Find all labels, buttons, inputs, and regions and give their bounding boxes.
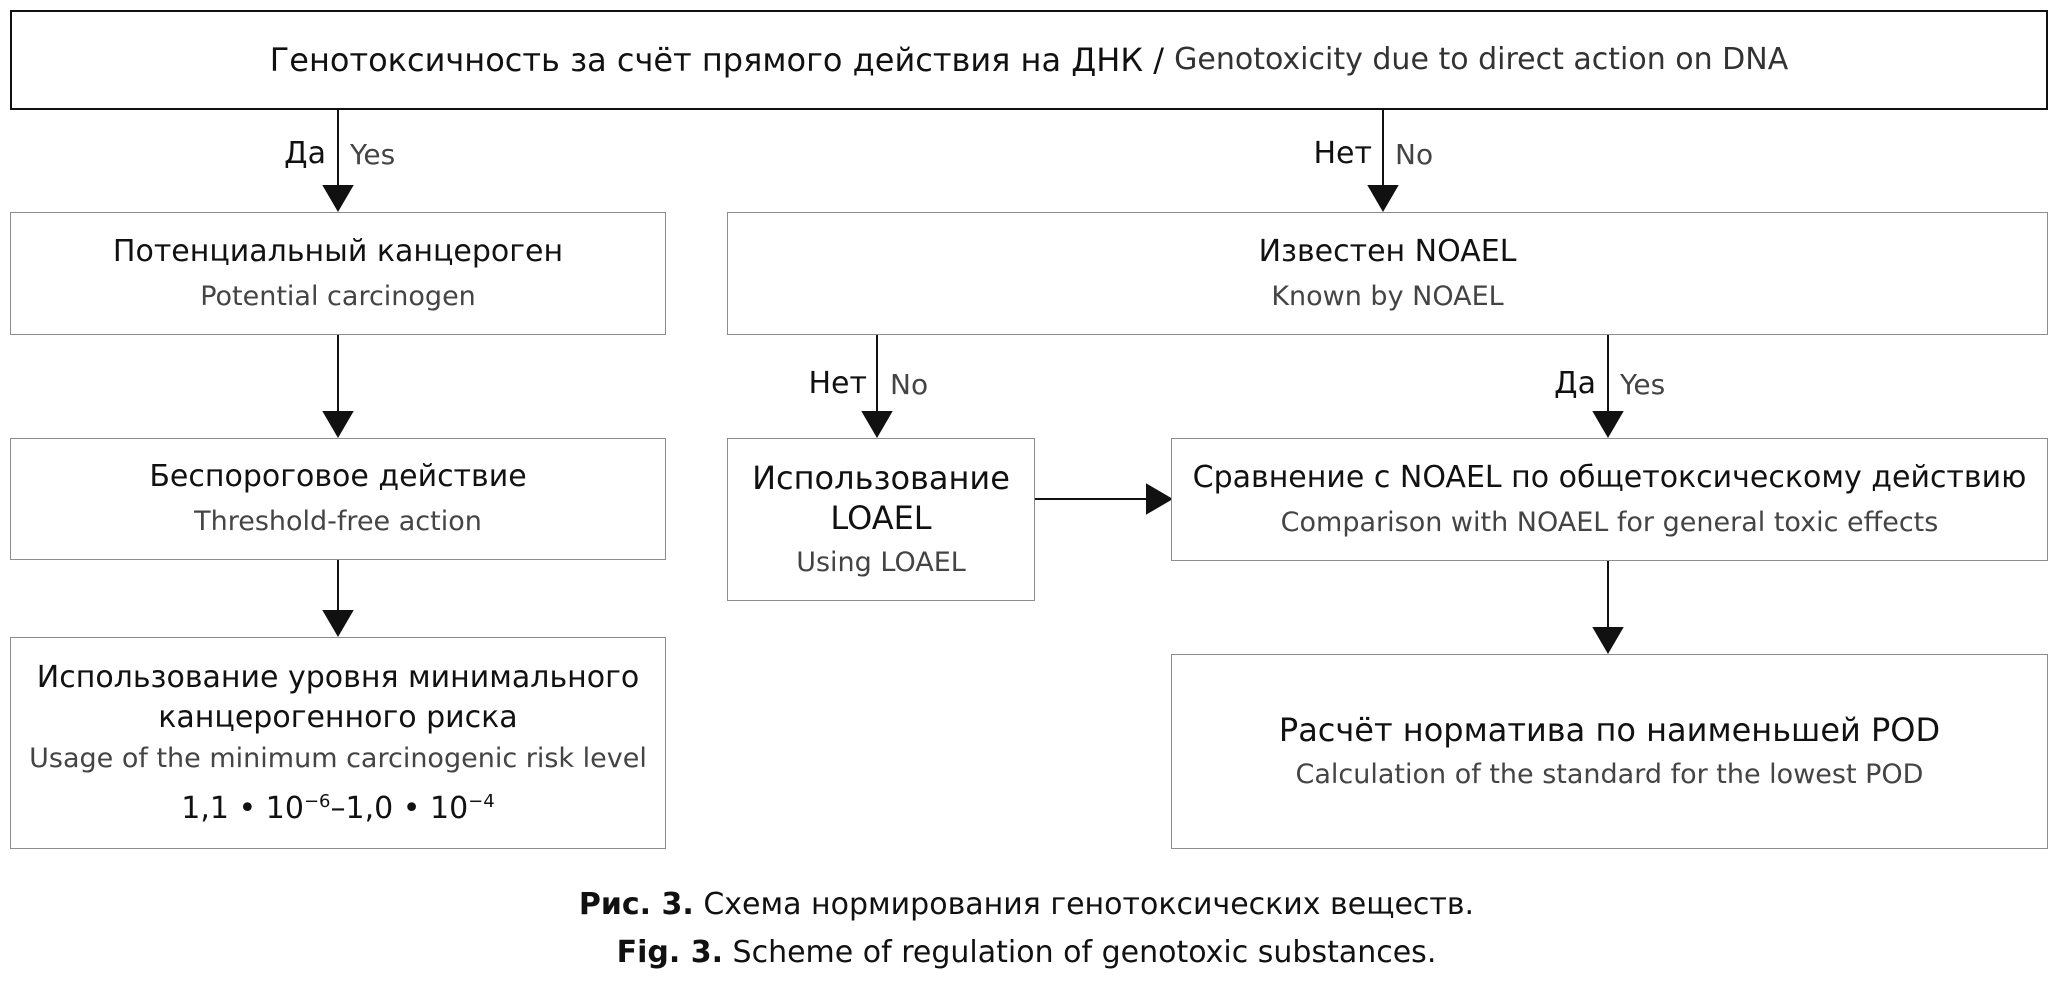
caption-ru-label: Рис. 3. bbox=[578, 887, 694, 922]
potential-carcinogen-ru: Потенциальный канцероген bbox=[112, 233, 564, 269]
box-min-risk: Использование уровня минимального канцер… bbox=[10, 637, 666, 849]
formula-b: 1,0 • 10 bbox=[345, 790, 469, 826]
label-right-no-ru: Нет bbox=[1313, 136, 1373, 171]
label-noael-yes-en: Yes bbox=[1620, 368, 1666, 401]
calculation-ru: Расчёт норматива по наименьшей POD bbox=[1278, 710, 1941, 749]
box-known-noael: Известен NOAEL Known by NOAEL bbox=[727, 212, 2048, 335]
figure-caption-en: Fig. 3. Scheme of regulation of genotoxi… bbox=[0, 932, 2053, 974]
arrow-loael-to-comparison bbox=[1146, 483, 1173, 515]
box-using-loael: Использование LOAEL Using LOAEL bbox=[727, 438, 1035, 601]
box-comparison: Сравнение с NOAEL по общетоксическому де… bbox=[1171, 438, 2048, 561]
box-genotoxicity: Генотоксичность за счёт прямого действия… bbox=[10, 10, 2048, 110]
label-right-no-en: No bbox=[1395, 138, 1434, 171]
genotoxicity-separator: / bbox=[1143, 41, 1175, 79]
arrow-comparison-to-calculation bbox=[1592, 627, 1624, 654]
label-noael-no-ru: Нет bbox=[808, 366, 868, 401]
comparison-en: Comparison with NOAEL for general toxic … bbox=[1280, 506, 1939, 538]
genotoxicity-en: Genotoxicity due to direct action on DNA bbox=[1174, 42, 1789, 77]
label-left-yes-ru: Да bbox=[284, 136, 326, 171]
using-loael-ru-line2: LOAEL bbox=[830, 498, 932, 537]
caption-ru-text: Схема нормирования генотоксических вещес… bbox=[693, 887, 1475, 922]
using-loael-ru-line1: Использование bbox=[752, 458, 1010, 497]
box-potential-carcinogen: Потенциальный канцероген Potential carci… bbox=[10, 212, 666, 335]
calculation-en: Calculation of the standard for the lowe… bbox=[1295, 758, 1924, 790]
genotoxicity-ru: Генотоксичность за счёт прямого действия… bbox=[269, 41, 1144, 79]
arrow-threshold-to-minrisk bbox=[322, 610, 354, 637]
formula-dash: – bbox=[330, 790, 346, 826]
potential-carcinogen-en: Potential carcinogen bbox=[200, 280, 476, 312]
known-noael-ru: Известен NOAEL bbox=[1258, 233, 1517, 269]
threshold-free-en: Threshold-free action bbox=[194, 506, 482, 537]
label-noael-no-en: No bbox=[890, 368, 929, 401]
formula-a: 1,1 • 10 bbox=[181, 790, 304, 826]
arrow-noael-to-loael bbox=[861, 411, 893, 438]
min-risk-ru-line2: канцерогенного риска bbox=[158, 699, 518, 735]
caption-en-text: Scheme of regulation of genotoxic substa… bbox=[723, 935, 1437, 970]
arrow-top-to-carcinogen bbox=[322, 185, 354, 212]
threshold-free-ru: Беспороговое действие bbox=[149, 459, 527, 494]
caption-en-label: Fig. 3. bbox=[616, 935, 723, 970]
arrow-noael-to-comparison bbox=[1592, 411, 1624, 438]
formula-a-exp: −6 bbox=[303, 790, 331, 812]
min-risk-ru-line1: Использование уровня минимального bbox=[36, 659, 640, 695]
comparison-ru: Сравнение с NOAEL по общетоксическому де… bbox=[1192, 459, 2027, 495]
label-noael-yes-ru: Да bbox=[1554, 366, 1596, 401]
min-risk-en: Usage of the minimum carcinogenic risk l… bbox=[29, 742, 647, 774]
figure-caption-ru: Рис. 3. Схема нормирования генотоксическ… bbox=[0, 884, 2053, 926]
arrow-top-to-noael bbox=[1367, 185, 1399, 212]
box-calculation: Расчёт норматива по наименьшей POD Calcu… bbox=[1171, 654, 2048, 849]
formula-b-exp: −4 bbox=[468, 790, 495, 812]
min-risk-formula: 1,1 • 10−6–1,0 • 10−4 bbox=[181, 782, 494, 829]
arrow-carcinogen-to-threshold bbox=[322, 411, 354, 438]
known-noael-en: Known by NOAEL bbox=[1271, 280, 1504, 312]
using-loael-en: Using LOAEL bbox=[796, 546, 966, 578]
label-left-yes-en: Yes bbox=[350, 138, 396, 171]
box-threshold-free: Беспороговое действие Threshold-free act… bbox=[10, 438, 666, 560]
